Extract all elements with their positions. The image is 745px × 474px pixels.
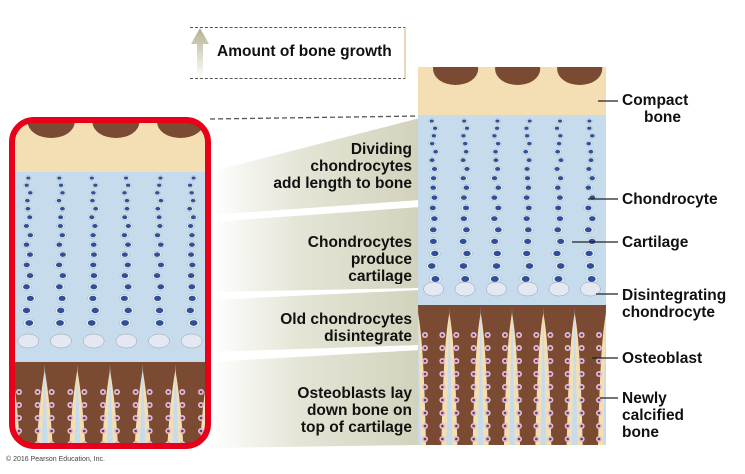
label-disintegrating-chondrocyte: Disintegrating chondrocyte bbox=[622, 287, 726, 321]
label-osteoblast: Osteoblast bbox=[622, 350, 703, 367]
label-line: down bone on bbox=[306, 402, 412, 419]
osteoblast bbox=[610, 332, 616, 338]
label-line: disintegrate bbox=[324, 328, 412, 345]
cartilage-spicule bbox=[477, 307, 484, 445]
osteoblast bbox=[610, 358, 616, 364]
label-chondrocytes-produce: Chondrocytes produce cartilage bbox=[308, 234, 412, 284]
osteoblast bbox=[2, 428, 8, 434]
disintegrating-chondrocyte bbox=[50, 333, 72, 349]
bone-blob bbox=[557, 67, 603, 85]
label-line: bone bbox=[622, 424, 660, 441]
bone-blob bbox=[433, 67, 479, 85]
disintegrating-chondrocyte bbox=[82, 333, 105, 349]
cartilage bbox=[12, 172, 208, 362]
osteoblast bbox=[610, 436, 616, 442]
label-old-chondrocytes: Old chondrocytes disintegrate bbox=[280, 311, 412, 345]
cartilage-spicule bbox=[603, 307, 606, 445]
cartilage-spicule bbox=[74, 364, 81, 446]
growth-label: Amount of bone growth bbox=[217, 43, 392, 60]
label-line: chondrocyte bbox=[622, 304, 716, 321]
highlight-box bbox=[9, 117, 211, 449]
label-line: Newly bbox=[622, 390, 667, 407]
growth-indicator bbox=[190, 27, 406, 79]
cartilage-spicule bbox=[172, 364, 179, 446]
cartilage bbox=[418, 115, 606, 305]
label-dividing-chondrocytes: Dividing chondrocytes add length to bone bbox=[273, 141, 412, 192]
label-line: Chondrocytes bbox=[307, 234, 412, 251]
osteoblast bbox=[610, 410, 616, 416]
disintegrating-chondrocyte bbox=[148, 333, 170, 349]
osteoblast bbox=[610, 384, 616, 390]
label-line: calcified bbox=[622, 407, 685, 424]
label-line: add length to bone bbox=[273, 175, 412, 192]
osteoblast bbox=[2, 415, 8, 421]
disintegrating-chondrocyte bbox=[180, 333, 203, 349]
label-line: produce bbox=[350, 251, 412, 268]
label-line: top of cartilage bbox=[300, 419, 412, 436]
disintegrating-chondrocyte bbox=[423, 281, 444, 297]
label-cartilage: Cartilage bbox=[622, 234, 689, 251]
magnified-growth-plate bbox=[2, 120, 208, 447]
label-line: Old chondrocytes bbox=[280, 311, 412, 328]
cartilage-spicule bbox=[107, 364, 113, 446]
copyright: © 2016 Pearson Education, Inc. bbox=[6, 456, 105, 463]
label-line: Compact bbox=[622, 92, 689, 109]
growth-arrow-icon bbox=[191, 28, 209, 78]
disintegrating-chondrocyte bbox=[486, 281, 507, 297]
cartilage-spicule bbox=[418, 307, 421, 445]
label-chondrocyte: Chondrocyte bbox=[622, 191, 718, 208]
bone-blob bbox=[495, 67, 541, 85]
disintegrating-chondrocyte bbox=[17, 333, 40, 349]
cartilage-spicule bbox=[540, 307, 547, 445]
osteoblast bbox=[610, 423, 616, 429]
disintegrating-chondrocyte bbox=[517, 281, 538, 297]
osteoblast bbox=[408, 345, 414, 351]
calcified-bone bbox=[12, 370, 20, 446]
label-line: chondrocytes bbox=[310, 158, 412, 175]
label-line: bone bbox=[644, 109, 682, 126]
label-osteoblasts: Osteoblasts lay down bone on top of cart… bbox=[297, 385, 412, 436]
label-bands bbox=[210, 118, 420, 448]
disintegrating-chondrocyte bbox=[548, 281, 570, 297]
disintegrating-chondrocyte bbox=[454, 281, 476, 297]
cartilage-spicule bbox=[446, 307, 453, 445]
disintegrating-chondrocyte bbox=[115, 333, 138, 349]
osteoblast bbox=[610, 371, 616, 377]
label-compact-bone: Compact bone bbox=[622, 92, 688, 126]
cartilage-spicule bbox=[571, 307, 578, 445]
cartilage-spicule bbox=[41, 364, 48, 446]
osteoblast bbox=[2, 402, 8, 408]
osteoblast bbox=[610, 345, 616, 351]
label-newly-calcified-bone: Newly calcified bone bbox=[622, 390, 684, 441]
osteoblast bbox=[2, 441, 8, 447]
osteoblast bbox=[2, 389, 8, 395]
disintegrating-chondrocyte bbox=[580, 281, 601, 297]
growth-plate-section bbox=[408, 67, 616, 445]
cartilage-spicule bbox=[509, 307, 515, 445]
calcified-bone bbox=[200, 370, 208, 446]
label-line: Dividing bbox=[350, 141, 412, 158]
label-line: cartilage bbox=[348, 268, 412, 284]
cartilage-spicule bbox=[139, 364, 146, 446]
label-line: Osteoblasts lay bbox=[297, 385, 412, 402]
label-line: Disintegrating bbox=[622, 287, 727, 304]
